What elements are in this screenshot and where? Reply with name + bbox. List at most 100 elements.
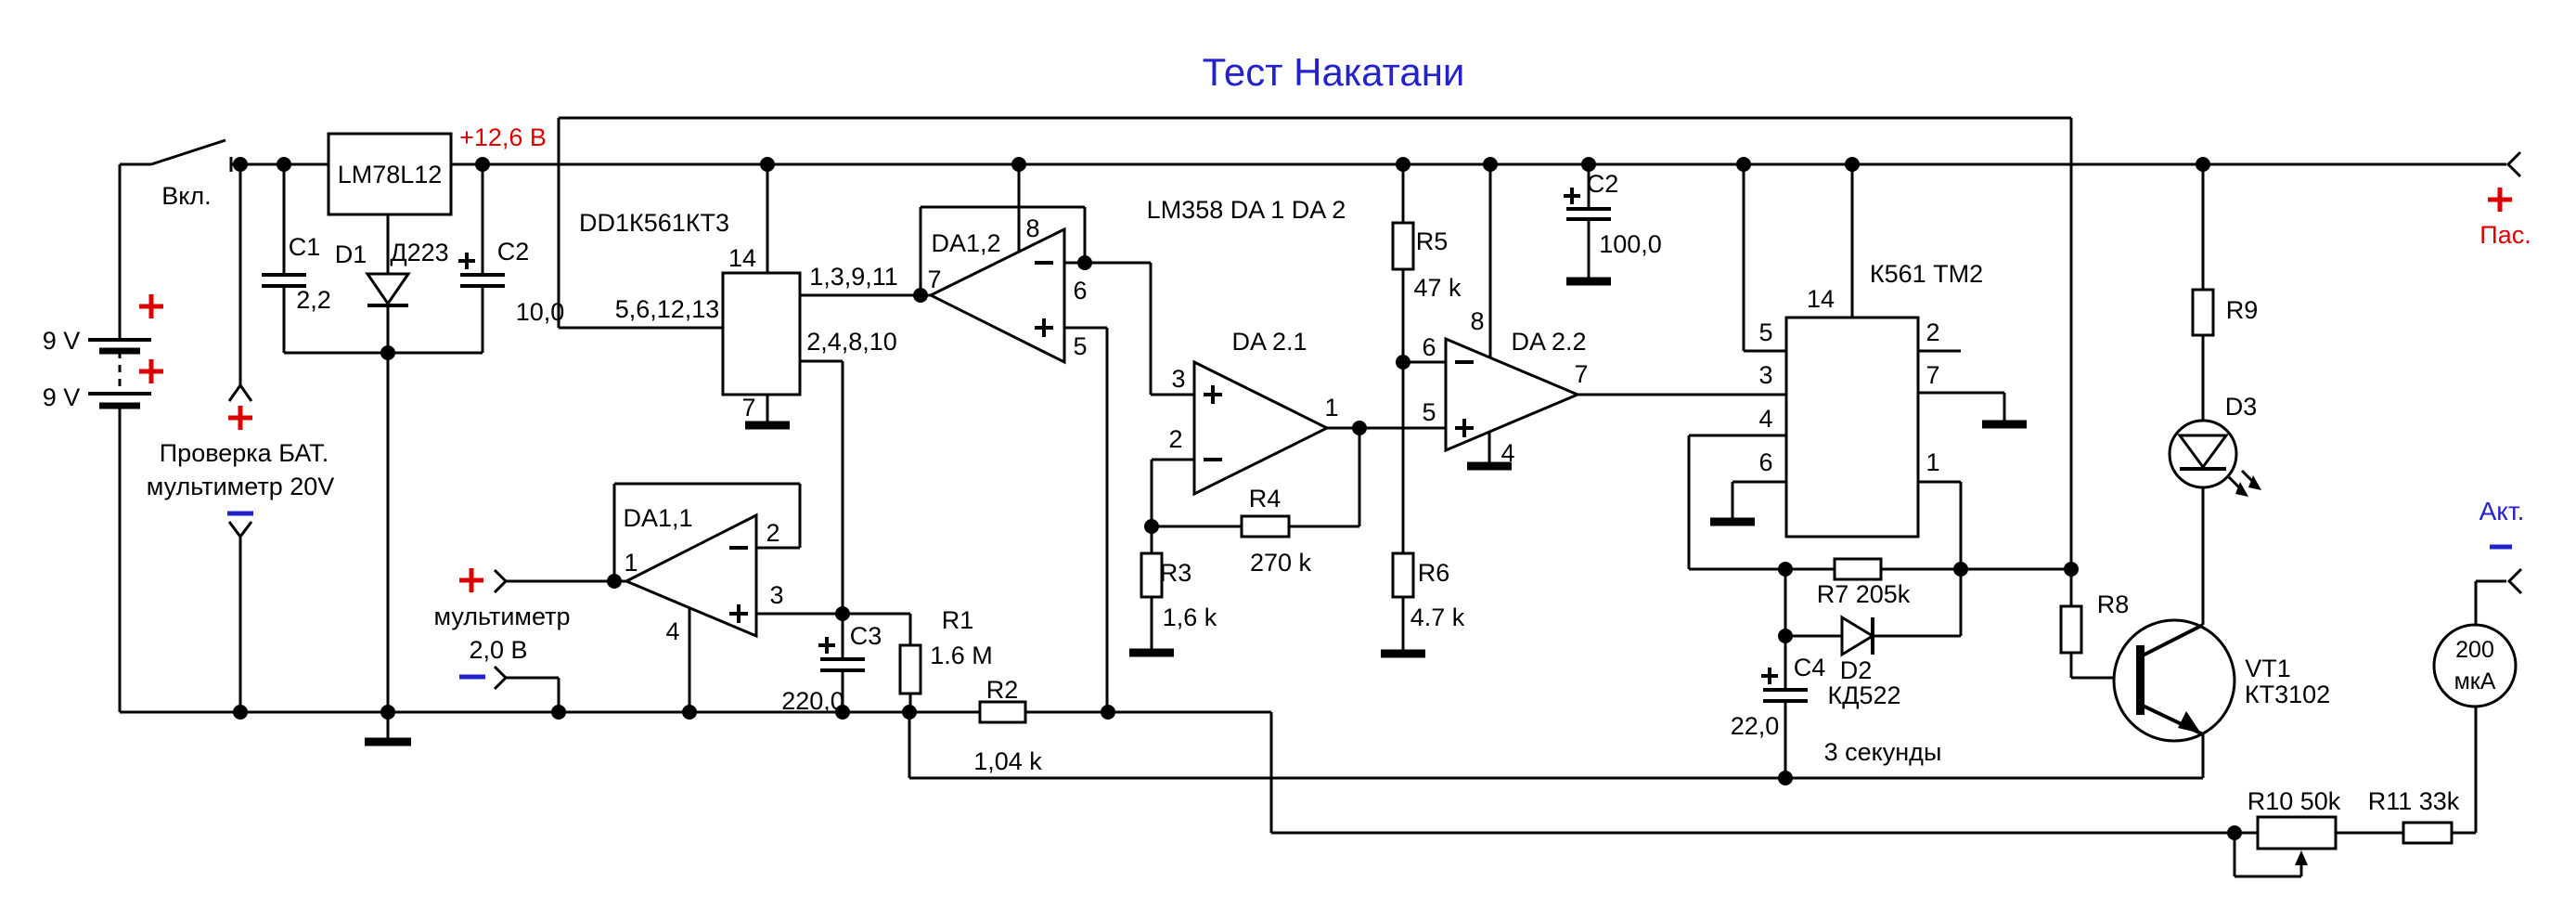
diode-d1: D1 Д223 [335, 239, 449, 307]
resistor-r2: R2 1,04 k [973, 676, 1042, 775]
potentiometer-r10: R10 50k [2248, 787, 2341, 865]
da11-name: DA1,1 [623, 504, 692, 532]
c2a-value: 10,0 [516, 298, 565, 326]
opamp-da21: DA 2.1 3 2 1 [1168, 328, 1339, 497]
plus-icon [228, 406, 252, 430]
r8-ref: R8 [2097, 590, 2130, 618]
passive-label: Пас. [2479, 221, 2531, 249]
r3-value: 1,6 k [1163, 603, 1217, 631]
tm2-pin6: 6 [1758, 448, 1772, 476]
dd1-pins-left: 5,6,12,13 [615, 295, 720, 323]
tm2-pin2: 2 [1926, 318, 1939, 346]
da11-pin1: 1 [624, 549, 638, 577]
tm2-pin4: 4 [1758, 405, 1772, 433]
r2-value: 1,04 k [973, 747, 1042, 775]
da12-pin7: 7 [927, 266, 941, 293]
r4-value: 270 k [1250, 549, 1312, 577]
r5-ref: R5 [1416, 227, 1449, 255]
r1-ref: R1 [942, 606, 974, 634]
dd1-pin14: 14 [728, 244, 756, 272]
da22-pin6: 6 [1422, 333, 1436, 361]
check-label-2: мультиметр 20V [147, 473, 335, 500]
da12-name: DA1,2 [931, 229, 1000, 257]
meter-range: 200 [2455, 637, 2494, 663]
da12-pin6: 6 [1073, 277, 1087, 305]
regulator-label: LM78L12 [338, 161, 443, 188]
multimeter-testpoint: мультиметр 2,0 В [434, 568, 571, 691]
active-label: Акт. [2479, 497, 2525, 525]
c1-ref: C1 [289, 233, 321, 261]
capacitor-c3: C3 220,0 [781, 622, 882, 715]
da11-pin3: 3 [769, 581, 783, 609]
tm2-pin7: 7 [1926, 361, 1939, 389]
check-label-1: Проверка БАТ. [160, 439, 328, 467]
da21-pin2: 2 [1168, 425, 1182, 453]
da22-pin4: 4 [1501, 439, 1514, 467]
r6-ref: R6 [1418, 559, 1450, 587]
resistor-r11: R11 33k [2368, 787, 2460, 845]
da21-pin1: 1 [1324, 394, 1338, 422]
plus-icon [1761, 668, 1778, 684]
r7-label: R7 205k [1817, 580, 1911, 608]
c4-value: 22,0 [1731, 712, 1780, 740]
plus-icon [2488, 188, 2512, 212]
tm2-pin1: 1 [1926, 448, 1939, 476]
voltage-regulator: LM78L12 +12,6 В [327, 123, 547, 216]
r11-label: R11 33k [2368, 787, 2460, 815]
ic-k561tm2: К561 ТМ2 14 5 3 4 6 2 7 1 [1758, 260, 1983, 538]
battery2-label: 9 V [43, 383, 81, 411]
led-arrowhead [2248, 475, 2261, 490]
capacitor-c2-rail: C2 100,0 [1564, 170, 1662, 258]
opamp-da11: DA1,1 1 2 3 4 [623, 504, 784, 645]
plus-icon [1035, 318, 1053, 337]
dd1-pins-in: 2,4,8,10 [806, 328, 897, 356]
plus-icon [458, 253, 475, 269]
led-arrowhead [2235, 482, 2248, 497]
plus-icon [1204, 385, 1222, 404]
da11-pin4: 4 [665, 617, 679, 645]
resistor-r1: R1 1.6 M [898, 606, 993, 695]
ic-dd1-k561kt3: DD1К561КТ3 14 5,6,12,13 1,3,9,11 2,4,8,1… [579, 209, 898, 422]
resistor-r4: R4 270 k [1240, 485, 1312, 577]
resistor-r6: R6 4.7 k [1391, 551, 1465, 631]
junction-dots [233, 157, 2242, 840]
multimeter-volts: 2,0 В [469, 636, 527, 664]
emitter-arrow [2178, 711, 2201, 733]
d3-ref: D3 [2225, 393, 2258, 421]
c1-value: 2,2 [296, 286, 331, 314]
capacitor-c2-input: C2 10,0 [458, 238, 564, 326]
dd1-name: DD1К561КТ3 [579, 209, 729, 237]
plus-icon [139, 294, 163, 383]
transistor-vt1: VT1 КТ3102 [2112, 618, 2330, 743]
r9-ref: R9 [2226, 296, 2259, 324]
da12-pin8: 8 [1025, 214, 1039, 242]
resistor-r7: R7 205k [1817, 557, 1911, 608]
vt1-part: КТ3102 [2245, 681, 2330, 708]
wiper-arrow [2295, 850, 2308, 865]
da22-pin5: 5 [1422, 398, 1436, 426]
d1-ref: D1 [335, 240, 367, 268]
d1-part: Д223 [390, 239, 448, 266]
opamp-da12: DA1,2 7 8 6 5 [927, 214, 1088, 365]
r10-label: R10 50k [2248, 787, 2341, 815]
plus-icon [1564, 188, 1580, 204]
d2-ref: D2 [1840, 656, 1873, 684]
tm2-pin5: 5 [1758, 318, 1772, 346]
tm2-name: К561 ТМ2 [1870, 260, 1983, 288]
vt1-ref: VT1 [2245, 655, 2291, 682]
da11-pin2: 2 [766, 519, 779, 547]
multimeter-label: мультиметр [434, 603, 571, 630]
resistor-r8: R8 [2059, 590, 2130, 655]
c2b-ref: C2 [1587, 170, 1619, 198]
diode-d2: D2 КД522 [1827, 615, 1901, 709]
r2-ref: R2 [986, 676, 1019, 704]
r4-ref: R4 [1249, 485, 1282, 512]
wires [118, 116, 2506, 878]
lm358-designator: LM358 DA 1 DA 2 [1147, 196, 1346, 224]
page-title: Тест Накатани [1203, 50, 1465, 94]
r6-value: 4.7 k [1410, 603, 1465, 631]
led-d3: D3 [2168, 393, 2261, 497]
dd1-pins-out: 1,3,9,11 [809, 263, 898, 291]
c2a-ref: C2 [497, 238, 530, 266]
